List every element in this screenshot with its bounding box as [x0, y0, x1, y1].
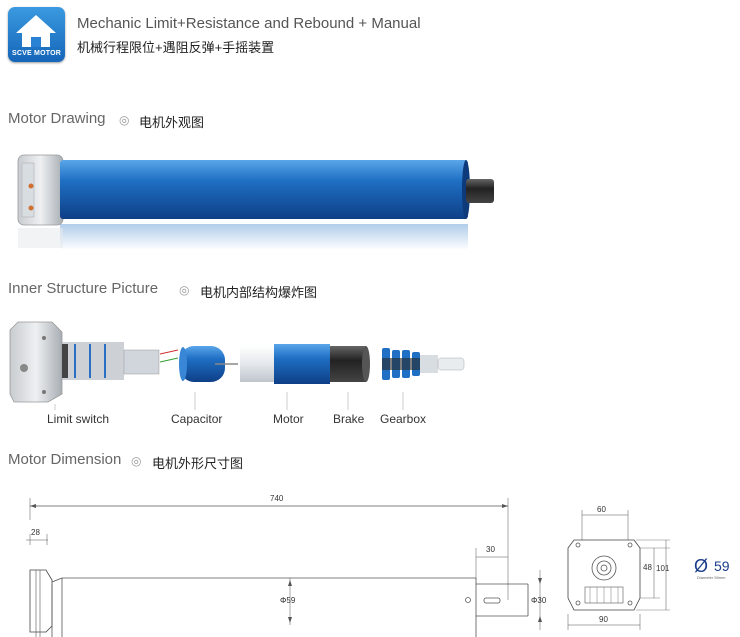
dim-tube-dia: Φ59: [280, 596, 296, 605]
dim-height: 101: [656, 564, 670, 573]
logo-text: SCVE MOTOR: [12, 50, 61, 57]
label-motor: Motor: [273, 412, 304, 426]
section-title-drawing-cn: 电机外观图: [139, 115, 205, 130]
label-brake: Brake: [333, 412, 365, 426]
house-icon: [16, 15, 56, 47]
diameter-symbol: Ø: [694, 556, 709, 576]
label-limit-switch: Limit switch: [47, 412, 110, 426]
diameter-note: Diameter 59mm: [697, 575, 726, 580]
section-title-structure-cn: 电机内部结构爆炸图: [200, 285, 318, 300]
section-bullet: ◎: [119, 113, 130, 127]
section-title-dimension-cn: 电机外形尺寸图: [152, 456, 244, 471]
brand-logo: SCVE MOTOR: [8, 7, 65, 62]
dim-inner-height: 48: [643, 563, 652, 572]
dim-shaft: 30: [486, 545, 495, 554]
section-title-dimension: Motor Dimension: [8, 451, 122, 468]
section-title-drawing: Motor Drawing: [8, 110, 106, 127]
section-bullet: ◎: [179, 283, 190, 297]
side-dimension-drawing: [26, 498, 542, 637]
page-title: Mechanic Limit+Resistance and Rebound + …: [77, 15, 421, 32]
dim-bottom-width: 90: [599, 615, 608, 624]
label-capacitor: Capacitor: [171, 412, 223, 426]
exploded-view: [9, 321, 465, 410]
dim-head: 28: [31, 528, 40, 537]
section-title-structure: Inner Structure Picture: [8, 280, 159, 297]
diameter-value: 59: [714, 558, 730, 574]
dim-length: 740: [270, 494, 284, 503]
motor-photo: [17, 154, 494, 250]
page-subtitle: 机械行程限位+遇阻反弹+手摇装置: [77, 40, 275, 55]
section-bullet: ◎: [131, 454, 142, 468]
label-gearbox: Gearbox: [380, 412, 427, 426]
dim-top-width: 60: [597, 505, 606, 514]
front-dimension-drawing: [567, 510, 670, 630]
dim-shaft-dia: Φ30: [531, 596, 547, 605]
